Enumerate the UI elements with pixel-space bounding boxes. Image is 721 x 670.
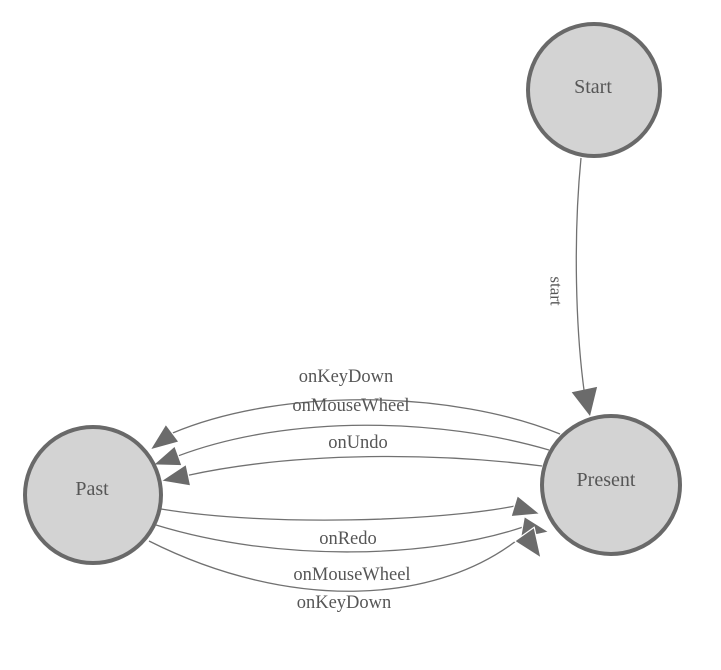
edge-present-to-past-keydown: onKeyDown xyxy=(148,367,561,451)
edge-label-onmousewheel-top: onMouseWheel xyxy=(292,396,409,416)
edge-present-to-past-mousewheel: onMouseWheel xyxy=(151,396,550,467)
state-node-past: Past xyxy=(23,425,163,565)
arrowhead-icon-past-to-present-3 xyxy=(513,526,542,560)
state-circle-start xyxy=(526,22,662,158)
state-label-start: Start xyxy=(574,76,612,98)
edge-label-start: start xyxy=(547,276,566,306)
edge-start-to-present: start xyxy=(547,157,598,416)
state-label-present: Present xyxy=(577,469,636,491)
edge-label-onkeydown-bottom: onKeyDown xyxy=(297,593,392,613)
state-node-present: Present xyxy=(540,414,682,556)
edge-line-onkeydown-top xyxy=(172,399,561,435)
state-circle-present xyxy=(540,414,682,556)
state-circle-past xyxy=(23,425,163,565)
edge-line-onmousewheel-top xyxy=(178,424,550,457)
edge-label-onmousewheel-bottom: onMouseWheel xyxy=(293,565,410,585)
arrowhead-icon-present-to-past-2 xyxy=(151,444,183,467)
edge-label-onkeydown-top: onKeyDown xyxy=(299,367,394,387)
state-label-past: Past xyxy=(75,478,109,500)
arrowhead-icon-start-to-present xyxy=(571,386,598,416)
edge-line-start xyxy=(575,157,585,391)
arrowhead-icon-present-to-past-3 xyxy=(159,463,192,487)
edge-past-to-present-keydown: onKeyDown xyxy=(148,526,542,613)
edge-present-to-past-undo: onUndo xyxy=(159,433,543,487)
edge-past-to-present-mousewheel: onMouseWheel xyxy=(155,515,551,585)
arrowhead-icon-present-to-past-1 xyxy=(148,423,181,451)
edge-label-onundo: onUndo xyxy=(328,433,388,453)
edge-line-onundo xyxy=(188,455,543,476)
state-node-start: Start xyxy=(526,22,662,158)
edge-label-onredo: onRedo xyxy=(319,529,377,549)
edge-line-onkeydown-bottom xyxy=(148,533,525,592)
arrowhead-icon-past-to-present-1 xyxy=(510,494,542,518)
edge-past-to-present-redo: onRedo xyxy=(160,494,542,549)
edge-line-onmousewheel-bottom xyxy=(155,524,523,553)
edge-line-onredo xyxy=(160,505,515,521)
